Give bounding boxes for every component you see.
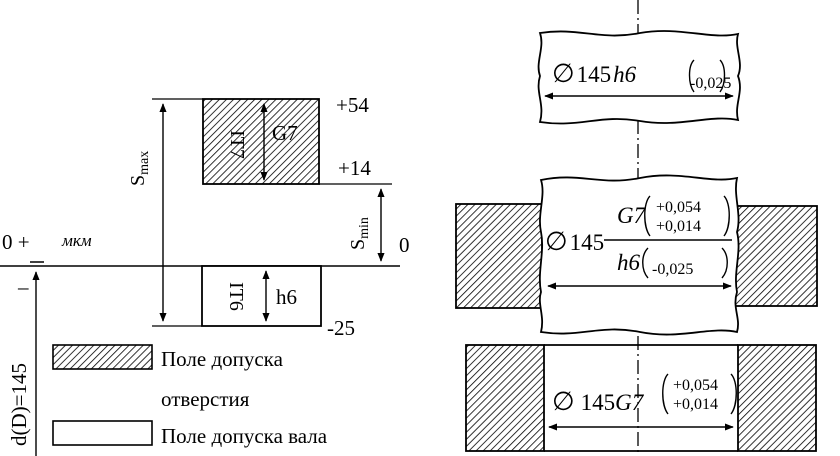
assembly-shaft-bracket-left (642, 247, 649, 279)
legend-hole-line1: Поле допуска (161, 347, 284, 371)
assembly-housing-right (734, 205, 818, 307)
assembly-hole-lower: +0,014 (656, 218, 701, 235)
shaft-tolerance-field (201, 265, 322, 327)
bore-dimension: ∅145G7 (552, 387, 645, 416)
assembly-shaft-fit: h6 (617, 250, 641, 275)
assembly-hole-upper: +0,054 (656, 199, 701, 216)
bore-lower-dev: +0,014 (673, 396, 718, 413)
units-label: мкм (61, 231, 92, 250)
shaft-outline (537, 30, 741, 125)
shaft-fit-label: h6 (276, 285, 297, 309)
bore-upper-dev: +0,054 (673, 377, 718, 394)
legend-hole-line2: отверстия (161, 387, 250, 411)
assembly-shaft-bracket-right (721, 247, 728, 279)
bore-housing-left (465, 344, 545, 452)
assembly-size: ∅145 (545, 227, 604, 256)
fit-drawings: ∅145h6 -0,025 ∅145 G7 +0,054 +0,014 h6 -… (455, 0, 818, 456)
legend-shaft-swatch (52, 420, 153, 446)
shaft-lower-tol: -0,025 (690, 75, 731, 92)
hole-upper-dev: +54 (336, 93, 369, 117)
assembly-hole-bracket-left (644, 195, 651, 237)
nominal-size-label: d(D)=145 (7, 363, 31, 446)
legend-shaft-label: Поле допуска вала (161, 424, 328, 448)
shaft-lower-dev: -25 (327, 316, 355, 340)
assembly-hole-fit: G7 (617, 203, 647, 228)
shaft-dev-bracket-right (719, 59, 726, 93)
hole-tolerance-field (202, 98, 320, 185)
assembly-hole-bracket-right (723, 195, 730, 237)
assembly-housing-left (455, 203, 543, 309)
assembly-shaft-dev: -0,025 (652, 261, 693, 278)
shaft-upper-dev: 0 (399, 233, 410, 257)
shaft-dimension: ∅145h6 (552, 59, 637, 88)
hole-fit-label: G7 (272, 121, 298, 145)
assembly-shaft-outline (538, 174, 740, 336)
minus-sign: – (17, 275, 29, 299)
shaft-dev-bracket (688, 59, 695, 93)
hole-lower-dev: +14 (338, 156, 371, 180)
zero-plus-label: 0 + (2, 230, 30, 254)
legend-hole-swatch (52, 344, 153, 370)
smax-label: Smax (127, 151, 152, 186)
tolerance-diagram: 0 + – мкм d(D)=145 IT7 G7 +54 +14 IT6 h6… (0, 93, 410, 456)
hole-grade-label: IT7 (226, 130, 248, 159)
bore-housing-right (737, 344, 817, 452)
shaft-grade-label: IT6 (225, 282, 247, 311)
bore-bracket-right (730, 373, 737, 415)
bore-bracket-left (662, 373, 669, 415)
smin-label: Smin (347, 217, 372, 250)
